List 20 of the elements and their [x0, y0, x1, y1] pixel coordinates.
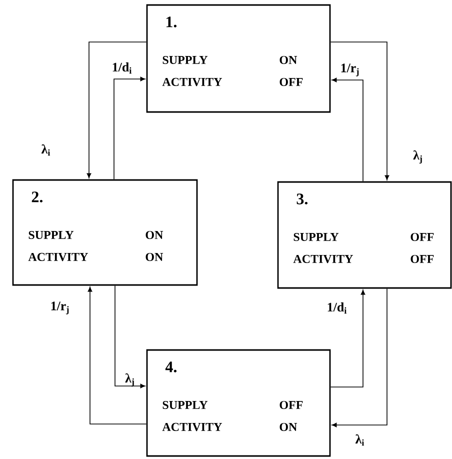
- state-box: 1. SUPPLY ON ACTIVITY OFF: [146, 4, 331, 113]
- arrow: [114, 285, 146, 388]
- arrow: [88, 286, 147, 424]
- edge-label: 1/r$_{j}$: [341, 64, 359, 76]
- state-box: 3. SUPPLY OFF ACTIVITY OFF: [277, 181, 452, 289]
- arrow: [114, 76, 146, 180]
- state-box: 4. SUPPLY OFF ACTIVITY ON: [146, 349, 331, 457]
- edge-label: 1/d$_{i}$: [112, 62, 132, 74]
- arrow: [332, 78, 364, 182]
- arrow: [86, 42, 147, 178]
- edge-label: λ$_{i}$: [41, 144, 50, 156]
- edge-label: λ$_{i}$: [355, 434, 364, 446]
- arrow: [330, 42, 390, 180]
- edge-label: λ$_{j}$: [413, 150, 422, 164]
- arrow: [330, 290, 366, 388]
- edge-label: 1/d$_{i}$: [328, 302, 347, 314]
- edge-label: λ$_{j}$: [125, 373, 134, 387]
- arrow: [332, 288, 388, 428]
- edge-label: 1/r$_{j}$: [51, 302, 69, 314]
- state-box: 2. SUPPLY ON ACTIVITY ON: [12, 179, 198, 286]
